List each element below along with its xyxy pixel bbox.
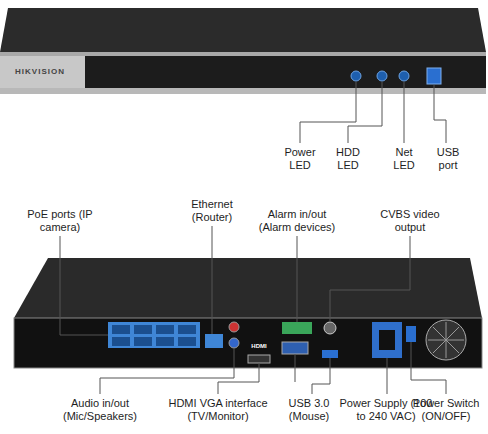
hdd-led (377, 71, 387, 81)
fan (426, 320, 466, 360)
bnc-port (324, 322, 336, 334)
rear-panel (14, 318, 482, 368)
power-inlet (372, 322, 402, 358)
nvr-top (14, 258, 482, 318)
front-trim (0, 88, 486, 94)
power-led (351, 71, 361, 81)
audio-jack (229, 322, 239, 332)
usb3-port (322, 350, 338, 358)
callout-label: Ethernet (Router) (181, 198, 243, 224)
callout-label: HDD LED (330, 146, 366, 172)
nvr-front (0, 52, 486, 90)
callout-label: Audio in/out (Mic/Speakers) (54, 397, 146, 423)
callout-label: USB port (430, 146, 466, 172)
callout-label: CVBS video output (376, 208, 444, 234)
callout-label: USB 3.0 (Mouse) (281, 397, 337, 423)
nvr-top (0, 8, 486, 52)
alarm-terminal (282, 322, 312, 334)
callout-label: HDMI VGA interface (TV/Monitor) (159, 397, 277, 423)
callout-label: PoE ports (IP camera) (23, 208, 97, 234)
leader-lines (300, 82, 446, 143)
callout-label: Alarm in/out (Alarm devices) (251, 208, 343, 234)
front-trim (0, 56, 85, 88)
power-switch (406, 326, 416, 342)
hdmi-port (248, 355, 270, 363)
brand-mark: HIKVISION (2, 67, 78, 76)
lan-port (205, 334, 223, 348)
callout-label: Power Switch (ON/OFF) (408, 397, 484, 423)
usb-port (427, 68, 441, 84)
callout-label: Power LED (280, 146, 320, 172)
port-marking: HDMI (247, 343, 271, 350)
leader-lines (60, 226, 446, 394)
poe-ports (108, 322, 200, 348)
vga-port (282, 342, 308, 354)
front-trim (0, 52, 486, 56)
callout-label: Net LED (388, 146, 420, 172)
audio-jack (229, 338, 239, 348)
net-led (399, 71, 409, 81)
